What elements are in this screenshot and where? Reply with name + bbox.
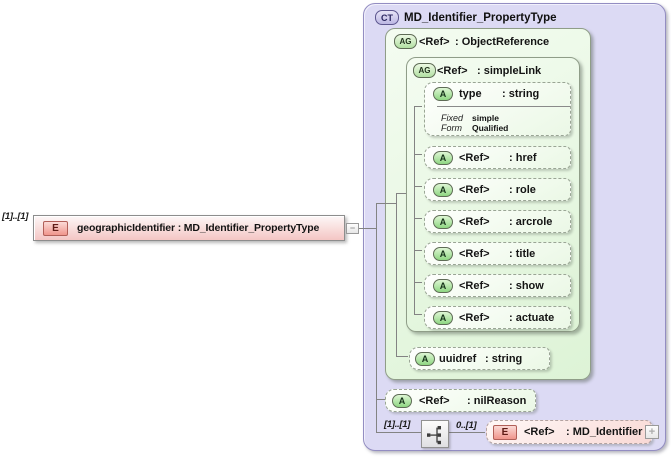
connector-sequence: [376, 432, 421, 433]
connector-simplelink: [396, 193, 406, 194]
simplelink-header: AG <Ref> : simpleLink: [407, 58, 579, 83]
element-label: geographicIdentifier : MD_Identifier_Pro…: [77, 222, 320, 234]
attribute-type-label: : actuate: [509, 311, 555, 324]
trunk-objectreference: [396, 193, 397, 357]
connector-mdidentifier: [448, 432, 485, 433]
attribute-badge: A: [392, 394, 412, 408]
objectreference-header: AG <Ref> : ObjectReference: [386, 29, 590, 54]
attribute-type-label: : href: [509, 151, 537, 164]
attribute-name: type: [459, 88, 482, 100]
child-cardinality: 0..[1]: [456, 420, 477, 431]
facet-label: Form: [441, 123, 462, 133]
plus-icon: +: [648, 425, 656, 438]
element-geographicIdentifier[interactable]: E geographicIdentifier : MD_Identifier_P…: [33, 215, 345, 241]
minus-icon: −: [349, 223, 356, 233]
attributegroup-badge: AG: [413, 63, 436, 78]
trunk-complextype: [376, 203, 377, 433]
sequence-compositor[interactable]: [421, 420, 449, 448]
attribute-name: <Ref>: [459, 279, 490, 292]
attribute-name: <Ref>: [459, 311, 490, 324]
sequence-icon: [427, 426, 441, 445]
element-MD_Identifier[interactable]: E <Ref> : MD_Identifier: [486, 420, 652, 444]
connector-show: [414, 282, 422, 283]
trunk-simplelink: [414, 106, 415, 315]
connector-uuidref: [396, 356, 408, 357]
connector-type: [414, 106, 422, 107]
attributegroup-simpleLink[interactable]: AG <Ref> : simpleLink A type : string Fi…: [406, 57, 580, 332]
connector-arcrole: [414, 218, 422, 219]
facet-value: simple: [472, 113, 499, 123]
attribute-badge: A: [433, 183, 453, 197]
attribute-type-label: : nilReason: [467, 394, 527, 407]
attribute-type-label: : string: [485, 352, 523, 365]
connector-objectreference: [376, 203, 397, 204]
attribute-name: <Ref>: [459, 215, 490, 228]
attributegroup-ObjectReference[interactable]: AG <Ref> : ObjectReference AG <Ref> : si…: [385, 28, 591, 380]
complextype-MD_Identifier_PropertyType[interactable]: CT MD_Identifier_PropertyType AG <Ref> :…: [363, 3, 666, 451]
element-name: <Ref>: [524, 426, 555, 438]
sequence-cardinality: [1]..[1]: [384, 419, 411, 430]
attribute-type-label: : show: [509, 279, 544, 292]
collapse-button[interactable]: −: [346, 223, 359, 234]
connector-role: [414, 186, 422, 187]
attribute-name: <Ref>: [459, 247, 490, 260]
facet-value: Qualified: [472, 123, 509, 133]
facet-separator: [437, 106, 570, 107]
attribute-badge: A: [433, 215, 453, 229]
attribute-name: <Ref>: [459, 151, 490, 164]
element-badge: E: [43, 221, 68, 236]
attribute-uuidref[interactable]: A uuidref : string: [409, 347, 550, 370]
attribute-actuate[interactable]: A <Ref> : actuate: [424, 306, 571, 329]
attribute-role[interactable]: A <Ref> : role: [424, 178, 571, 201]
attribute-type-label: : title: [509, 247, 536, 260]
attribute-type-label: : arcrole: [509, 215, 553, 228]
left-element-cardinality: [1]..[1]: [2, 211, 29, 222]
attribute-badge: A: [433, 279, 453, 293]
expand-button[interactable]: +: [645, 425, 659, 439]
attribute-href[interactable]: A <Ref> : href: [424, 146, 571, 169]
attribute-type-label: : role: [509, 183, 536, 196]
objectreference-type: : ObjectReference: [455, 35, 550, 48]
attribute-badge: A: [433, 311, 453, 325]
attribute-type-header: type : string: [425, 83, 570, 105]
attribute-arcrole[interactable]: A <Ref> : arcrole: [424, 210, 571, 233]
connector-element: [358, 228, 377, 229]
attributegroup-badge: AG: [394, 34, 417, 49]
attribute-nilReason[interactable]: A <Ref> : nilReason: [385, 389, 536, 412]
connector-href: [414, 154, 422, 155]
attribute-show[interactable]: A <Ref> : show: [424, 274, 571, 297]
attribute-name: <Ref>: [419, 394, 450, 407]
attribute-badge: A: [433, 151, 453, 165]
element-type-label: : MD_Identifier: [566, 426, 643, 438]
facet-label: Fixed: [441, 113, 464, 123]
attribute-name: uuidref: [439, 352, 477, 365]
complextype-badge: CT: [375, 10, 399, 25]
facet-fixed: Fixed simple: [441, 108, 499, 126]
attribute-name: <Ref>: [459, 183, 490, 196]
facet-form: Form Qualified: [441, 118, 508, 136]
attribute-badge: A: [433, 87, 453, 101]
attribute-badge: A: [415, 352, 435, 366]
connector-nilreason: [376, 399, 385, 400]
simplelink-type: : simpleLink: [477, 64, 542, 77]
attribute-type[interactable]: A type : string Fixed simple Form Qualifie…: [424, 82, 571, 136]
attribute-title[interactable]: A <Ref> : title: [424, 242, 571, 265]
simplelink-name: <Ref>: [437, 64, 468, 77]
connector-actuate: [414, 314, 422, 315]
attribute-badge: A: [433, 247, 453, 261]
element-badge: E: [493, 425, 517, 440]
attribute-type-label: : string: [502, 88, 540, 100]
connector-title: [414, 250, 422, 251]
objectreference-name: <Ref>: [419, 35, 450, 48]
complextype-title: MD_Identifier_PropertyType: [404, 12, 557, 24]
